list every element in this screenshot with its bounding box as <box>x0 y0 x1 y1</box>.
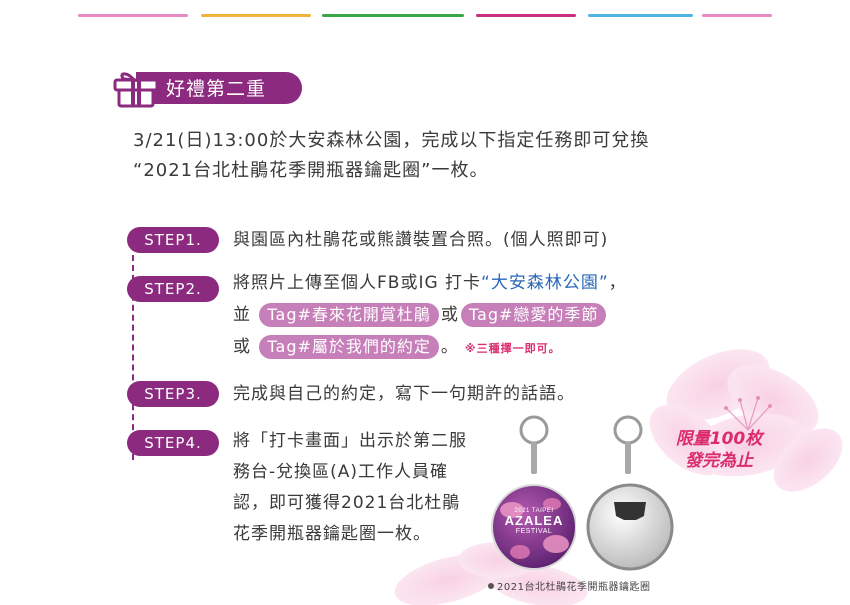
hashtag-3: Tag#屬於我們的約定 <box>259 335 439 359</box>
step-2-line-1: 將照片上傳至個人FB或IG 打卡“大安森林公園”， <box>233 268 713 298</box>
intro-line-2: “2021台北杜鵑花季開瓶器鑰匙圈”一枚。 <box>133 160 489 181</box>
top-line-1 <box>78 14 188 17</box>
product-caption-text: 2021台北杜鵑花季開瓶器鑰匙圈 <box>497 582 651 593</box>
step-4-line-1: 將「打卡畫面」出示於第二服 <box>233 431 467 451</box>
hashtag-2: Tag#戀愛的季節 <box>460 303 607 327</box>
step-3-badge: STEP3. <box>127 381 219 407</box>
top-decorative-lines <box>78 14 772 18</box>
keychain-front-image: 2021 TAIPEI AZALEA FESTIVAL <box>490 412 578 580</box>
section-header: 好禮第二重 <box>112 66 302 108</box>
badge-azalea-text: AZALEA <box>504 513 564 528</box>
step-2-badge: STEP2. <box>127 276 219 302</box>
intro-line-1: 3/21(日)13:00於大安森林公園，完成以下指定任務即可兌換 <box>133 130 650 151</box>
step-2-line-3-suffix: 。 <box>440 337 459 357</box>
badge-year-text: 2021 TAIPEI <box>514 508 554 514</box>
step-3-text: 完成與自己的約定，寫下一句期許的話語。 <box>233 384 575 404</box>
keychain-back-image <box>586 415 674 571</box>
keychain-badge-text: 2021 TAIPEI AZALEA FESTIVAL <box>490 508 578 535</box>
limited-quantity-note: 限量100枚 發完為止 <box>664 428 774 472</box>
step-2-line-3: 或 Tag#屬於我們的約定。 ※三種擇一即可。 <box>233 332 713 364</box>
keychain-front-graphic <box>491 415 577 570</box>
step-4-line-3: 認，即可獲得2021台北杜鵑 <box>233 493 461 513</box>
intro-text: 3/21(日)13:00於大安森林公園，完成以下指定任務即可兌換 “2021台北… <box>133 126 753 186</box>
azalea-flower-decoration <box>394 349 843 605</box>
top-line-2 <box>201 14 311 17</box>
step-2-or-1: 或 <box>440 305 459 325</box>
step-2-or-2: 或 <box>233 337 251 357</box>
step-4-text: 將「打卡畫面」出示於第二服 務台-兌換區(A)工作人員確 認，即可獲得2021台… <box>233 426 467 550</box>
step-4-badge: STEP4. <box>127 430 219 456</box>
step-2-line-1-suffix: ， <box>608 273 627 293</box>
step-2-text: 將照片上傳至個人FB或IG 打卡“大安森林公園”， 並 Tag#春來花開賞杜鵑或… <box>233 268 713 364</box>
top-line-4 <box>476 14 576 17</box>
top-line-3 <box>322 14 464 17</box>
product-caption: 2021台北杜鵑花季開瓶器鑰匙圈 <box>488 578 650 593</box>
step-1-text: 與園區內杜鵑花或熊讚裝置合照。(個人照即可) <box>233 230 609 250</box>
step-2-location-link: “大安森林公園” <box>481 273 609 293</box>
limited-quantity-line-1: 限量100枚 <box>675 429 763 449</box>
step-2-line-1-prefix: 將照片上傳至個人FB或IG 打卡 <box>233 273 482 293</box>
badge-festival-text: FESTIVAL <box>515 528 553 535</box>
step-2-line-2-prefix: 並 <box>233 305 251 325</box>
top-line-6 <box>702 14 772 17</box>
gift-icon <box>113 72 159 108</box>
section-title: 好禮第二重 <box>166 78 267 100</box>
hashtag-1: Tag#春來花開賞杜鵑 <box>259 303 439 327</box>
step-4-line-4: 花季開瓶器鑰匙圈一枚。 <box>233 524 431 544</box>
step-4-line-2: 務台-兌換區(A)工作人員確 <box>233 462 449 482</box>
caption-bullet-icon <box>488 583 494 589</box>
step-1-badge: STEP1. <box>127 227 219 253</box>
top-line-5 <box>588 14 693 17</box>
choose-one-note: ※三種擇一即可。 <box>464 342 561 355</box>
step-timeline <box>132 255 134 460</box>
section-header-pill <box>136 72 302 104</box>
limited-quantity-line-2: 發完為止 <box>685 451 753 471</box>
